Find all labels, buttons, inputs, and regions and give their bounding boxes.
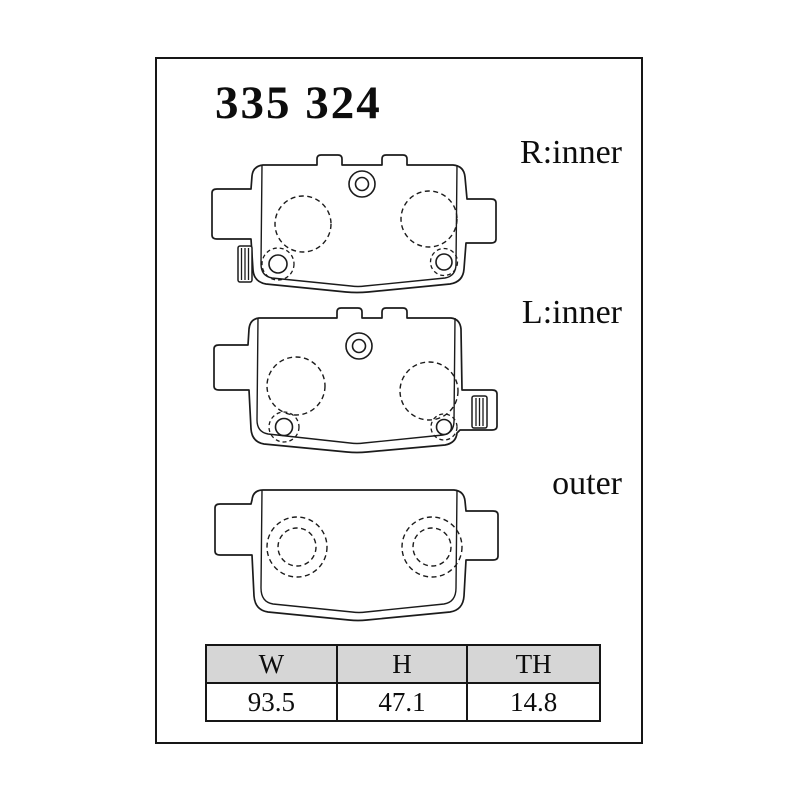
table-header-row: W H TH (207, 646, 599, 684)
part-number: 335 324 (215, 77, 382, 129)
piston-contact-right (400, 190, 458, 248)
center-hole-inner (354, 176, 370, 192)
table-value-row: 93.5 47.1 14.8 (207, 684, 599, 720)
hole-right-solid (435, 253, 453, 271)
hole-right-dashed (429, 247, 459, 277)
view-label-r-inner: R:inner (520, 134, 622, 171)
view-label-outer: outer (552, 465, 622, 502)
dimensions-table: W H TH 93.5 47.1 14.8 (205, 644, 601, 722)
piston-contact-left (274, 195, 332, 253)
piston-contact-right (399, 361, 459, 421)
center-hole-outer (348, 170, 376, 198)
center-hole-outer (345, 332, 373, 360)
hole-left-dashed (268, 411, 300, 443)
view-label-l-inner: L:inner (521, 294, 622, 331)
brake-pad-drawing-l-inner (213, 307, 498, 454)
hole-left-solid (274, 417, 294, 437)
hole-left-solid (268, 254, 288, 274)
table-value-th: 14.8 (468, 684, 599, 720)
hole-left-dashed (261, 247, 295, 281)
piston-contact-right-inner (412, 527, 452, 567)
table-header-w: W (207, 646, 338, 684)
brake-pad-drawing-outer (214, 489, 499, 622)
table-header-h: H (337, 646, 469, 684)
piston-contact-left-outer (266, 516, 328, 578)
brake-pad-drawing-r-inner (211, 154, 497, 294)
table-header-th: TH (468, 646, 599, 684)
piston-contact-left (266, 356, 326, 416)
table-value-h: 47.1 (337, 684, 469, 720)
piston-contact-left-inner (277, 527, 317, 567)
hole-right-dashed (430, 413, 458, 441)
piston-contact-right-outer (401, 516, 463, 578)
hole-right-solid (435, 418, 453, 436)
center-hole-inner (351, 338, 367, 354)
table-value-w: 93.5 (207, 684, 338, 720)
